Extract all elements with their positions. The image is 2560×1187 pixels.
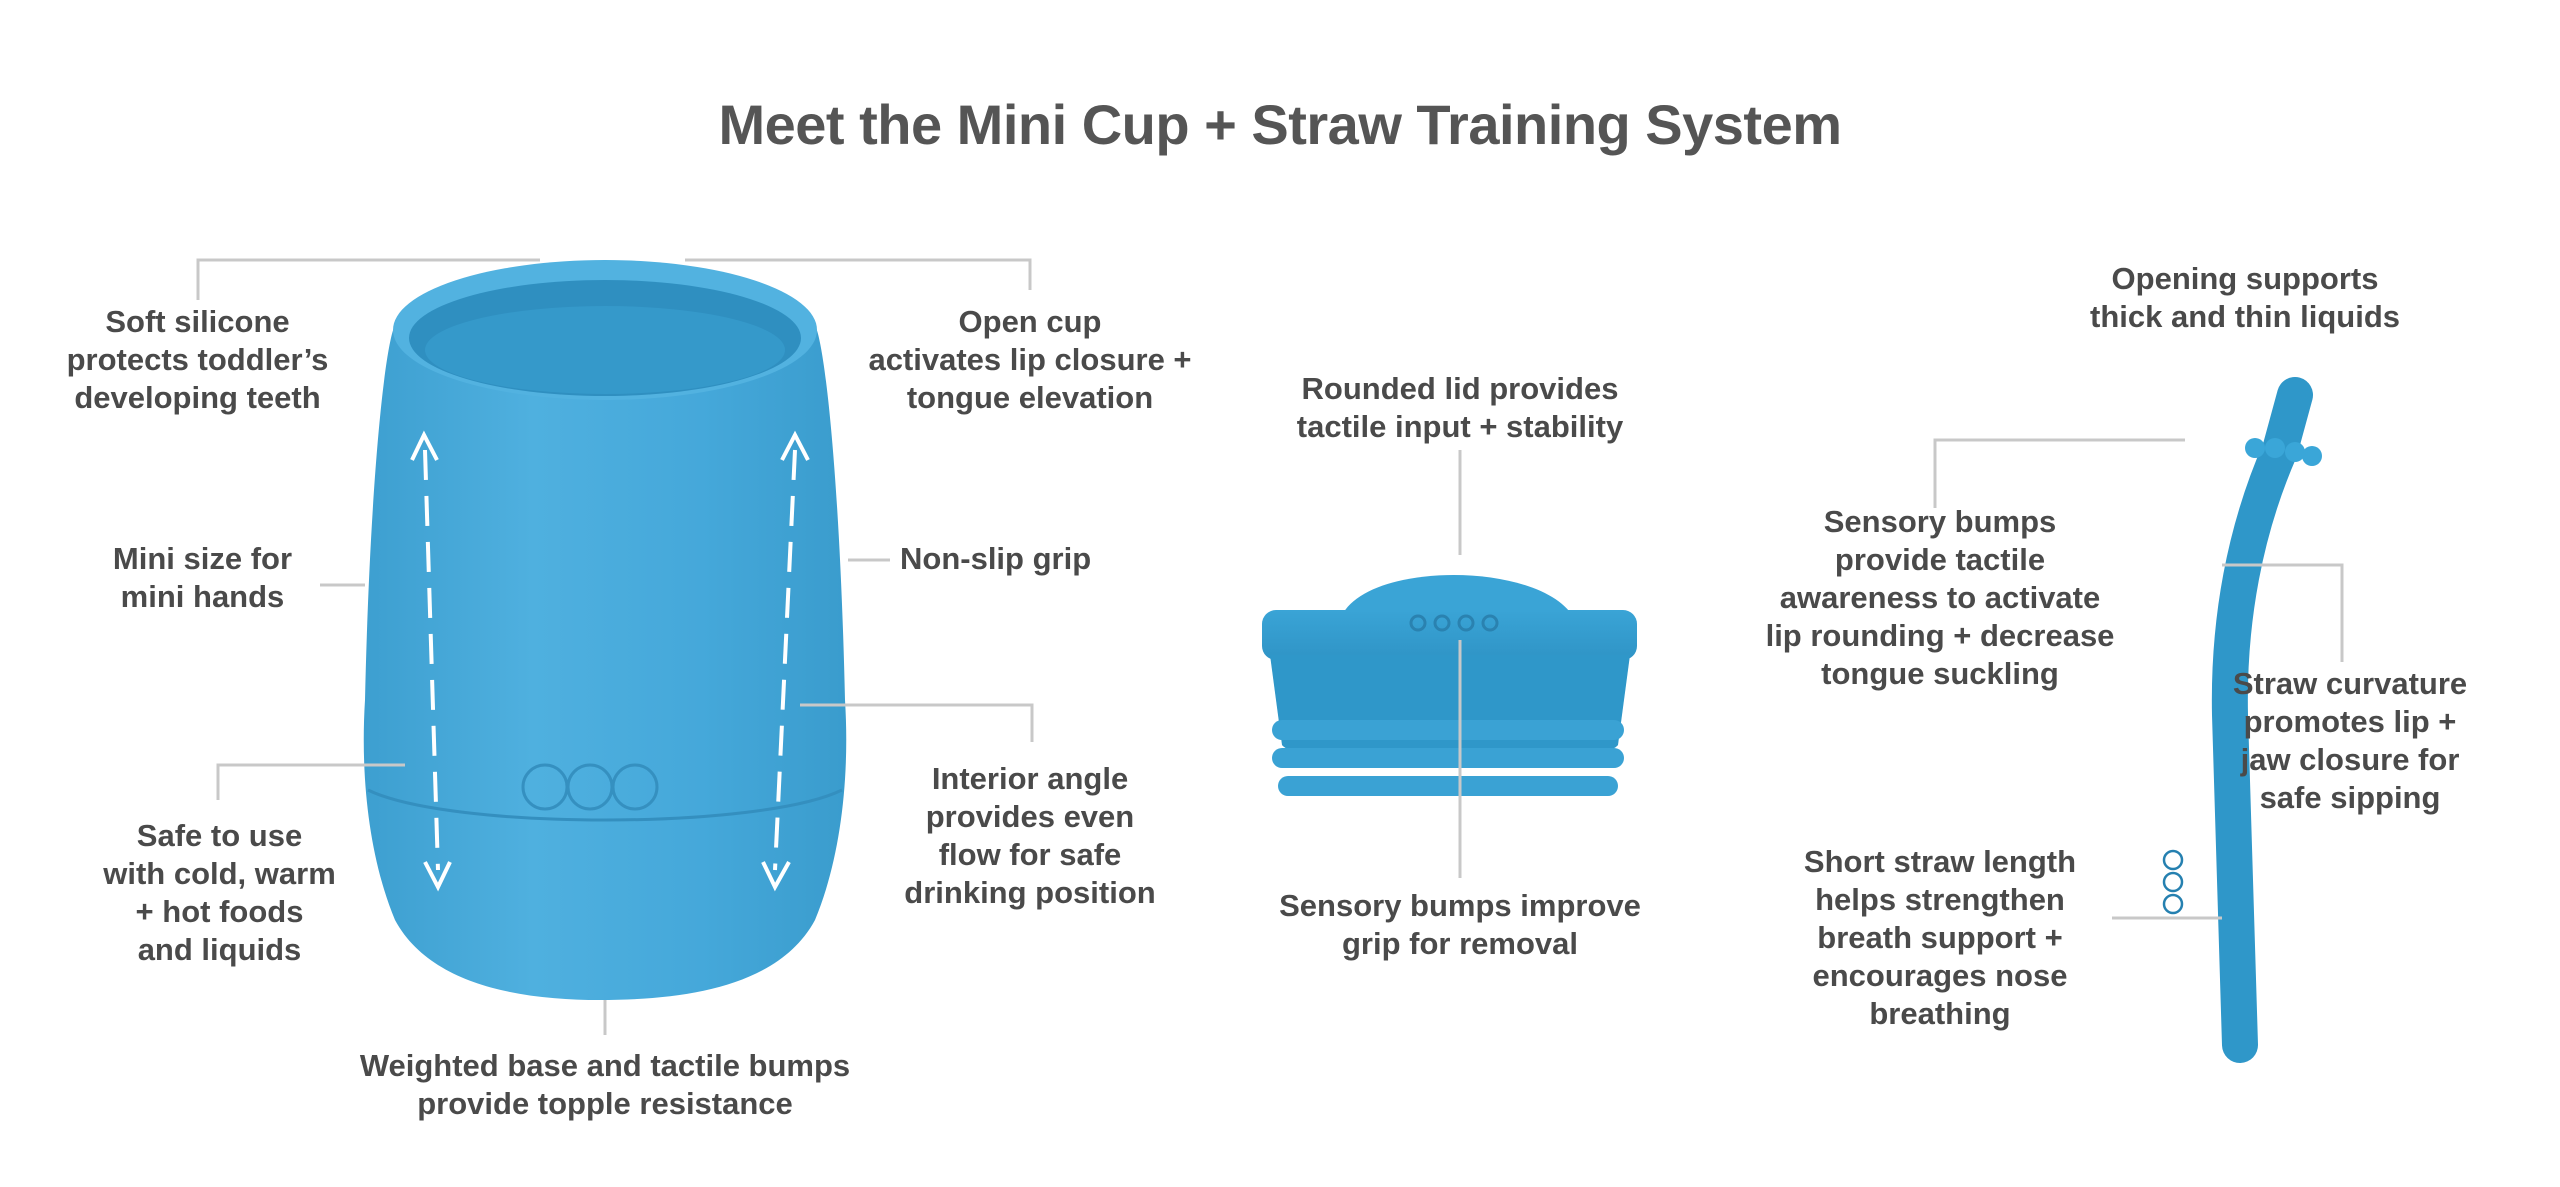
callout-weighted-base: Weighted base and tactile bumps provide … bbox=[359, 1048, 851, 1121]
straw-lid bbox=[1262, 575, 1637, 796]
leader-sensory-bumps bbox=[1933, 438, 2185, 508]
straw-tube bbox=[2211, 377, 2313, 1063]
lid-dome bbox=[1340, 575, 1575, 620]
lid-skirt bbox=[1270, 655, 1630, 764]
leader-interior-angle bbox=[800, 703, 1034, 742]
lid-thread-3 bbox=[1278, 776, 1618, 796]
ezpz-logo-icon bbox=[521, 763, 659, 811]
callout-sensory-bumps-straw: Sensory bumps provide tactile awareness … bbox=[1765, 504, 2115, 691]
callout-straw-curvature: Straw curvature promotes lip + jaw closu… bbox=[2232, 666, 2468, 815]
straw bbox=[2162, 377, 2322, 1063]
straw-sensory-bumps-icon bbox=[2245, 438, 2322, 466]
page-title: Meet the Mini Cup + Straw Training Syste… bbox=[718, 93, 1842, 156]
callout-rounded-lid: Rounded lid provides tactile input + sta… bbox=[1296, 371, 1624, 444]
callout-opening: Opening supports thick and thin liquids bbox=[2090, 261, 2400, 334]
callout-safe-to-use: Safe to use with cold, warm + hot foods … bbox=[103, 818, 336, 967]
callout-non-slip-grip: Non-slip grip bbox=[900, 541, 1092, 576]
callout-short-straw-length: Short straw length helps strengthen brea… bbox=[1803, 844, 2077, 1031]
cup-base-seam bbox=[367, 788, 843, 822]
leader-curvature bbox=[2222, 563, 2344, 662]
callout-soft-silicone: Soft silicone protects toddler’s develop… bbox=[66, 304, 329, 415]
mini-cup bbox=[363, 260, 847, 1000]
leader-lines bbox=[196, 258, 2344, 1035]
lid-top-band bbox=[1262, 610, 1637, 660]
dashed-arrow-icon-left bbox=[410, 430, 452, 892]
lid-thread-2 bbox=[1272, 748, 1624, 768]
straw-ezpz-logo-icon bbox=[2162, 849, 2184, 915]
cup-body bbox=[363, 325, 847, 1000]
callout-sensory-bumps-grip: Sensory bumps improve grip for removal bbox=[1279, 888, 1641, 961]
leader-soft-silicone bbox=[196, 258, 540, 300]
callout-open-cup: Open cup activates lip closure + tongue … bbox=[868, 304, 1192, 415]
leader-safe-to-use bbox=[216, 763, 405, 800]
callout-mini-size: Mini size for mini hands bbox=[112, 541, 293, 614]
dashed-arrow-icon-right bbox=[761, 430, 810, 892]
leader-open-cup bbox=[685, 258, 1032, 290]
callout-interior-angle: Interior angle provides even flow for sa… bbox=[904, 761, 1156, 910]
lid-thread-1 bbox=[1272, 720, 1624, 740]
lid-sensory-bumps-icon bbox=[1409, 614, 1499, 632]
